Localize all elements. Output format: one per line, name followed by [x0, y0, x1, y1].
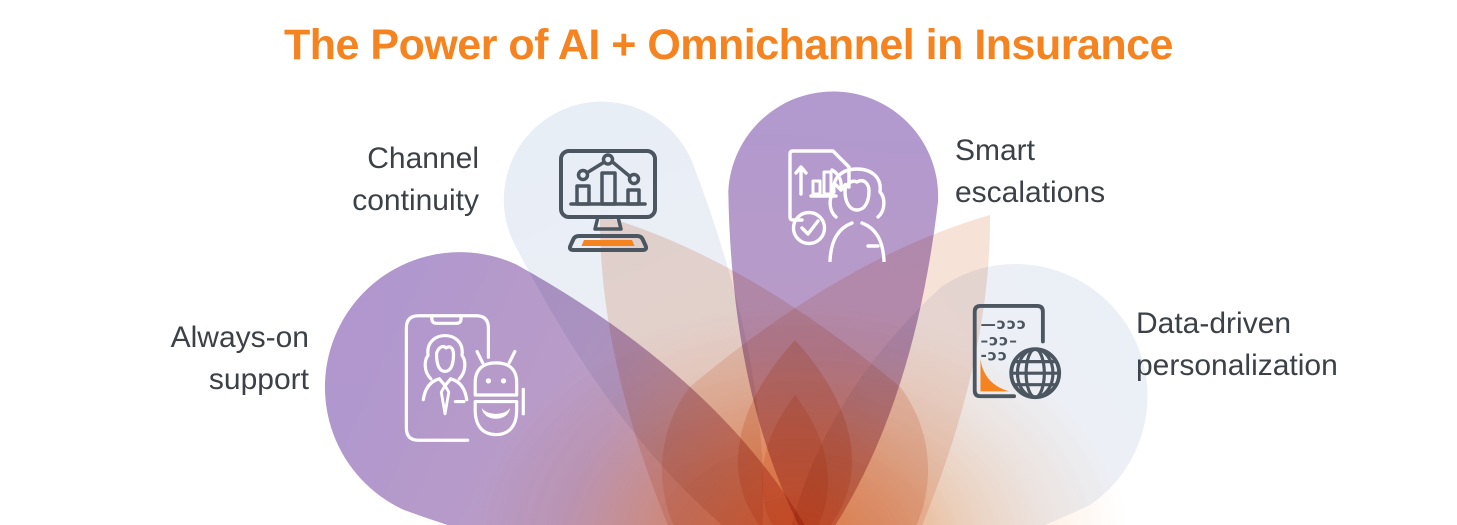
page-title: The Power of AI + Omnichannel in Insuran…: [284, 21, 1173, 69]
svg-text:—ɔɔɔ: —ɔɔɔ: [980, 315, 1027, 333]
report-person-check-icon: [788, 149, 886, 262]
channel-continuity-label: Channel continuity: [352, 142, 479, 217]
phone-agent-robot-icon: [404, 314, 525, 442]
document-globe-icon: —ɔɔɔ –ɔɔ– -ɔɔ: [972, 304, 1062, 400]
always-on-support-label: Always-on support: [170, 321, 309, 396]
petal-center-bud-inner: [762, 395, 828, 525]
svg-text:–ɔɔ–: –ɔɔ–: [980, 331, 1017, 349]
svg-text:-ɔɔ: -ɔɔ: [980, 347, 1007, 365]
data-driven-personalization-label: Data-driven personalization: [1136, 307, 1338, 382]
monitor-analytics-icon: [559, 149, 657, 252]
robot-smile: [481, 408, 511, 419]
keyboard-orange-accent: [581, 240, 635, 246]
orange-curve-accent: [980, 358, 1010, 392]
smart-escalations-label: Smart escalations: [955, 134, 1106, 209]
